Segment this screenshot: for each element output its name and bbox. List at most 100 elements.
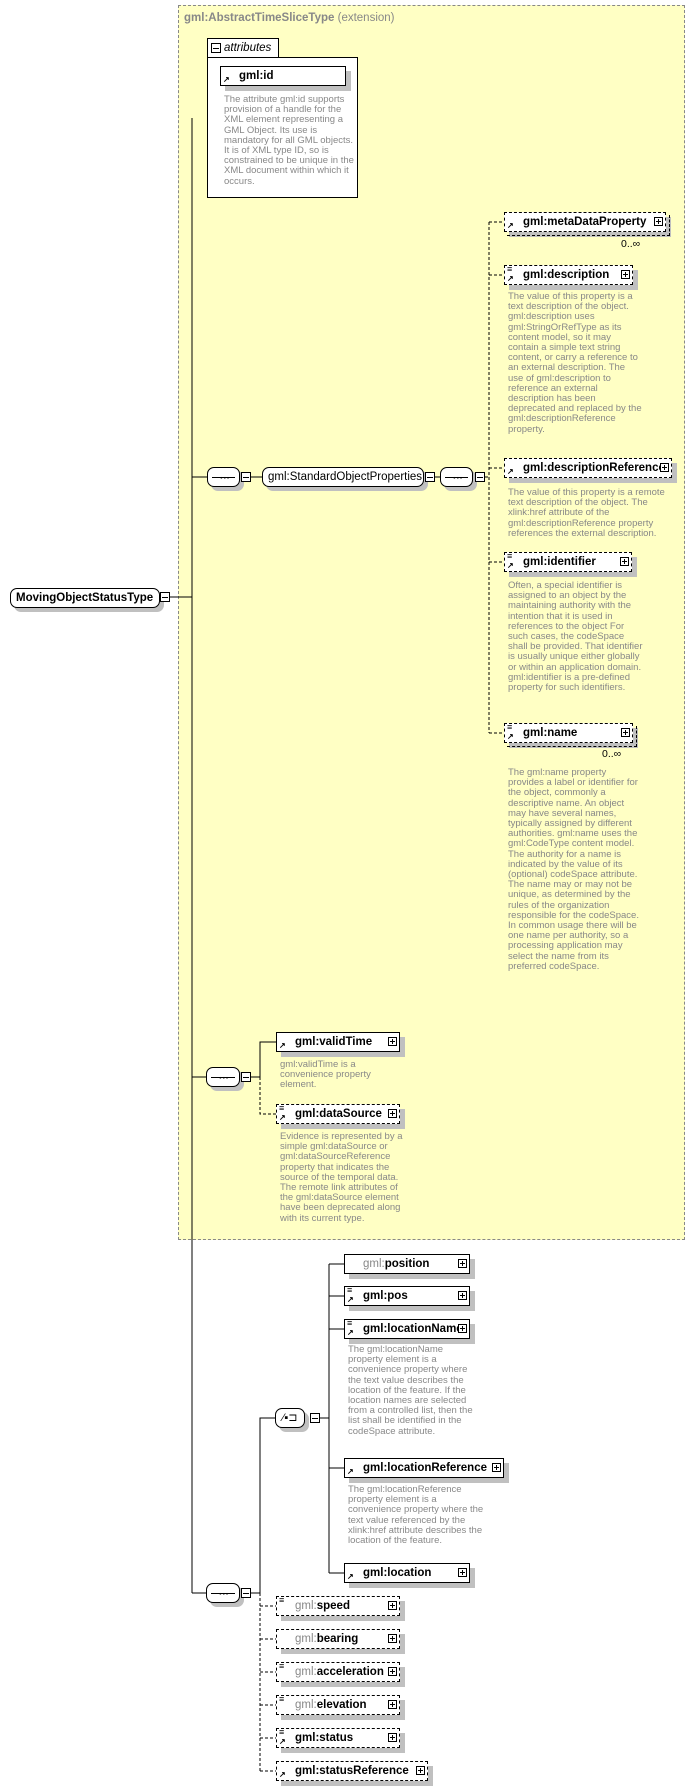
- element-gml-description-reference[interactable]: ↗ gml:descriptionReference: [504, 458, 672, 478]
- element-gml-location-reference[interactable]: ↗gml:locationReference: [344, 1458, 504, 1478]
- element-prefix: gml:: [523, 269, 548, 281]
- expand-plus-icon[interactable]: [660, 463, 669, 472]
- documentation-lines-icon: ≡: [347, 1318, 353, 1328]
- element-gml-description[interactable]: ≡↗gml:description: [504, 265, 633, 285]
- element-prefix: gml:: [363, 1290, 388, 1302]
- documentation-lines-icon: ≡: [279, 1694, 285, 1704]
- sequence-compositor-icon[interactable]: ···: [440, 467, 473, 487]
- collapse-minus-icon[interactable]: [425, 472, 435, 482]
- element-prefix: gml:: [295, 1765, 320, 1777]
- expand-plus-icon[interactable]: [620, 557, 629, 566]
- collapse-minus-icon[interactable]: [211, 43, 221, 53]
- element-gml-pos[interactable]: ≡↗ gml:pos: [344, 1286, 470, 1306]
- element-gml-status-reference[interactable]: ↗ gml:statusReference: [276, 1761, 428, 1781]
- reference-arrow-icon: ↗: [507, 467, 514, 476]
- element-prefix: gml:: [523, 556, 548, 568]
- group-name: gml:StandardObjectProperties: [268, 471, 423, 483]
- collapse-minus-icon[interactable]: [241, 1588, 251, 1598]
- element-prefix: gml:: [523, 727, 548, 739]
- expand-plus-icon[interactable]: [458, 1324, 467, 1333]
- documentation-lines-icon: ≡: [507, 264, 513, 274]
- element-gml-bearing[interactable]: gml:bearing: [276, 1629, 400, 1649]
- element-description: The gml:locationReference property eleme…: [348, 1484, 484, 1547]
- element-local-name: bearing: [316, 1633, 359, 1645]
- group-standard-object-properties[interactable]: gml:StandardObjectProperties: [262, 467, 424, 487]
- element-gml-elevation[interactable]: ≡gml:elevation: [276, 1695, 400, 1715]
- element-local-name: identifier: [547, 556, 596, 568]
- expand-plus-icon[interactable]: [388, 1667, 397, 1676]
- collapse-minus-icon[interactable]: [241, 1072, 251, 1082]
- attribute-gml-id[interactable]: ↗gml:id: [220, 66, 346, 86]
- element-local-name: location: [387, 1567, 432, 1579]
- element-local-name: metaDataProperty: [547, 216, 647, 228]
- element-local-name: descriptionReference: [547, 462, 665, 474]
- expand-plus-icon[interactable]: [458, 1259, 467, 1268]
- reference-arrow-icon: ↗: [347, 1295, 354, 1304]
- reference-arrow-icon: ↗: [507, 221, 514, 230]
- expand-plus-icon[interactable]: [388, 1601, 397, 1610]
- reference-arrow-icon: ↗: [507, 274, 514, 283]
- expand-plus-icon[interactable]: [388, 1634, 397, 1643]
- sequence-compositor-icon[interactable]: ···: [207, 467, 240, 487]
- element-gml-position[interactable]: gml:position: [344, 1254, 470, 1274]
- element-local-name: locationName: [387, 1323, 463, 1335]
- element-description: The value of this property is a remote t…: [508, 487, 665, 539]
- reference-arrow-icon: ↗: [507, 732, 514, 741]
- sequence-compositor-icon[interactable]: ···: [206, 1583, 240, 1603]
- root-type-box[interactable]: MovingObjectStatusType: [10, 588, 160, 608]
- element-gml-valid-time[interactable]: ↗gml:validTime: [276, 1032, 400, 1052]
- element-local-name: speed: [316, 1600, 350, 1612]
- expand-plus-icon[interactable]: [621, 728, 630, 737]
- expand-plus-icon[interactable]: [388, 1109, 397, 1118]
- element-gml-name[interactable]: ≡↗gml:name: [504, 722, 637, 747]
- element-prefix: gml:: [523, 462, 548, 474]
- element-local-name: validTime: [319, 1036, 373, 1048]
- element-prefix: gml:: [363, 1323, 388, 1335]
- element-gml-location[interactable]: ↗gml:location: [344, 1563, 470, 1583]
- attributes-tab[interactable]: attributes: [207, 38, 279, 58]
- element-prefix: gml:: [295, 1108, 320, 1120]
- element-gml-identifier[interactable]: ≡↗gml:identifier: [504, 552, 632, 572]
- documentation-lines-icon: ≡: [507, 722, 513, 732]
- element-prefix: gml:: [523, 216, 548, 228]
- element-gml-meta-data-property[interactable]: ↗ gml:metaDataProperty: [504, 212, 670, 236]
- choice-compositor-icon[interactable]: ⁄▪⊐: [275, 1408, 305, 1428]
- element-gml-data-source[interactable]: ≡↗gml:dataSource: [276, 1104, 400, 1124]
- element-gml-location-name[interactable]: ≡↗gml:locationName: [344, 1319, 470, 1339]
- element-local-name: statusReference: [319, 1765, 409, 1777]
- element-local-name: pos: [387, 1290, 408, 1302]
- documentation-lines-icon: ≡: [279, 1595, 285, 1605]
- cardinality-label: 0..∞: [621, 238, 641, 250]
- sequence-compositor-icon[interactable]: ···: [206, 1067, 240, 1087]
- expand-plus-icon[interactable]: [416, 1766, 425, 1775]
- expand-plus-icon[interactable]: [388, 1700, 397, 1709]
- documentation-lines-icon: ≡: [507, 551, 513, 561]
- reference-arrow-icon: ↗: [279, 1737, 286, 1746]
- reference-arrow-icon: ↗: [347, 1467, 354, 1476]
- reference-arrow-icon: ↗: [279, 1041, 286, 1050]
- expand-plus-icon[interactable]: [388, 1037, 397, 1046]
- expand-plus-icon[interactable]: [458, 1568, 467, 1577]
- documentation-lines-icon: ≡: [347, 1285, 353, 1295]
- element-gml-acceleration[interactable]: ≡gml:acceleration: [276, 1662, 400, 1682]
- collapse-minus-icon[interactable]: [310, 1413, 320, 1423]
- element-local-name: status: [319, 1732, 354, 1744]
- collapse-minus-icon[interactable]: [241, 472, 251, 482]
- element-gml-status[interactable]: ≡↗gml:status: [276, 1728, 400, 1748]
- element-prefix: gml:: [295, 1666, 317, 1678]
- element-prefix: gml:: [363, 1567, 388, 1579]
- attribute-prefix: gml:: [239, 70, 264, 82]
- expand-plus-icon[interactable]: [458, 1291, 467, 1300]
- collapse-minus-icon[interactable]: [160, 592, 170, 602]
- expand-plus-icon[interactable]: [388, 1733, 397, 1742]
- expand-plus-icon[interactable]: [621, 270, 630, 279]
- element-gml-speed[interactable]: ≡gml:speed: [276, 1596, 400, 1616]
- element-description: The value of this property is a text des…: [508, 291, 642, 435]
- collapse-minus-icon[interactable]: [475, 472, 485, 482]
- expand-plus-icon[interactable]: [492, 1463, 501, 1472]
- documentation-lines-icon: ≡: [279, 1661, 285, 1671]
- reference-arrow-icon: ↗: [279, 1770, 286, 1779]
- element-description: gml:validTime is a convenience property …: [280, 1059, 371, 1091]
- expand-plus-icon[interactable]: [654, 217, 663, 226]
